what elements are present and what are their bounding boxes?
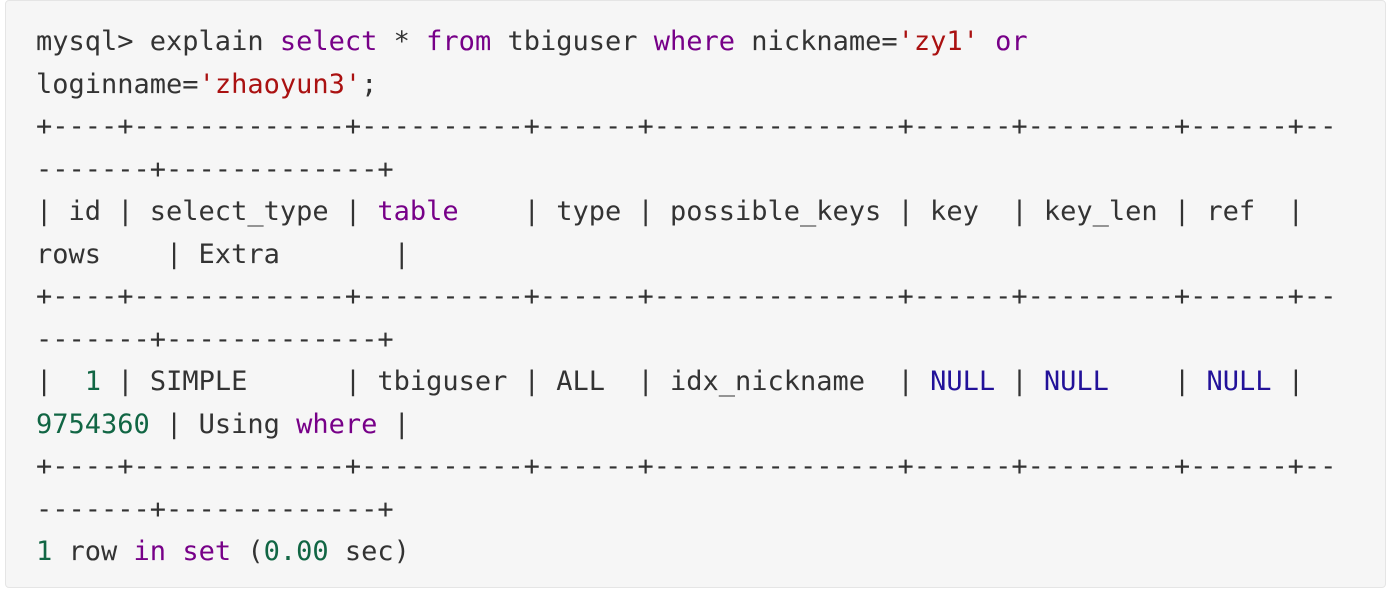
sql-number: 1 <box>36 536 53 567</box>
code-text: +----+-------------+----------+------+--… <box>36 111 1337 142</box>
code-line: 1 row in set (0.00 sec) <box>36 531 1385 574</box>
code-content[interactable]: mysql> explain select * from tbiguser wh… <box>6 1 1385 574</box>
code-line: +----+-------------+----------+------+--… <box>36 446 1385 489</box>
code-line: mysql> explain select * from tbiguser wh… <box>36 21 1385 64</box>
sql-null: NULL <box>930 366 996 397</box>
sql-keyword: table <box>377 196 459 227</box>
sql-number: 1 <box>84 366 102 397</box>
code-text: rows | Extra | <box>36 238 410 270</box>
code-text: ( <box>231 536 264 567</box>
code-text: * <box>377 26 427 57</box>
code-line: loginname='zhaoyun3'; <box>36 64 1385 107</box>
code-text <box>979 26 995 57</box>
sql-null: NULL <box>1043 366 1109 397</box>
code-text: loginname= <box>36 68 199 100</box>
code-text: +----+-------------+----------+------+--… <box>36 451 1337 482</box>
sql-string: 'zy1' <box>897 26 979 57</box>
code-line: rows | Extra | <box>36 234 1385 277</box>
code-text: row <box>52 536 134 567</box>
code-line: -------+-------------+ <box>36 149 1385 192</box>
code-line: | 1 | SIMPLE | tbiguser | ALL | idx_nick… <box>36 361 1385 404</box>
code-text: ; <box>361 68 378 100</box>
code-line: +----+-------------+----------+------+--… <box>36 106 1385 149</box>
code-text: -------+-------------+ <box>36 323 394 355</box>
code-block: mysql> explain select * from tbiguser wh… <box>5 0 1386 588</box>
sql-null: NULL <box>1206 366 1272 397</box>
code-text: +----+-------------+----------+------+--… <box>36 281 1337 312</box>
code-line: 9754360 | Using where | <box>36 404 1385 447</box>
code-text: mysql> explain <box>36 26 280 57</box>
sql-keyword: select <box>279 26 378 57</box>
sql-keyword: where <box>653 26 736 57</box>
code-line: -------+-------------+ <box>36 489 1385 532</box>
code-text: sec) <box>328 536 410 567</box>
sql-keyword: in <box>133 536 167 567</box>
code-text: | <box>1271 366 1305 397</box>
sql-keyword: from <box>426 26 492 57</box>
code-text: | <box>36 366 85 397</box>
sql-keyword: or <box>995 26 1028 57</box>
code-text <box>166 536 182 567</box>
sql-string: 'zhaoyun3' <box>198 68 362 100</box>
code-line: -------+-------------+ <box>36 319 1385 362</box>
code-text: -------+-------------+ <box>36 153 394 185</box>
code-text: | type | possible_keys | key | key_len |… <box>458 196 1304 227</box>
code-text: | id | select_type | <box>36 196 378 227</box>
sql-number: 0.00 <box>263 536 329 567</box>
code-text: | <box>377 408 410 440</box>
code-text: | Using <box>149 408 297 440</box>
sql-keyword: set <box>182 536 232 567</box>
code-text: | <box>1108 366 1207 397</box>
code-text: | SIMPLE | tbiguser | ALL | idx_nickname… <box>101 366 931 397</box>
code-line: | id | select_type | table | type | poss… <box>36 191 1385 234</box>
code-text: | <box>995 366 1044 397</box>
code-text: nickname= <box>735 26 898 57</box>
sql-number: 9754360 <box>36 408 150 440</box>
code-line: +----+-------------+----------+------+--… <box>36 276 1385 319</box>
sql-keyword: where <box>296 408 378 440</box>
code-text: tbiguser <box>491 26 654 57</box>
code-text: -------+-------------+ <box>36 493 394 525</box>
